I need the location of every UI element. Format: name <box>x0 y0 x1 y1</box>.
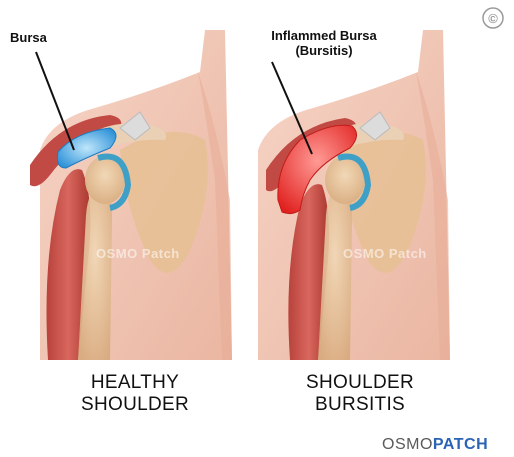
brand-patch: PATCH <box>433 436 488 453</box>
healthy-watermark: OSMO Patch <box>96 246 180 261</box>
healthy-caption-line2: SHOULDER <box>40 394 230 416</box>
healthy-shoulder-illustration <box>30 30 232 360</box>
copyright-symbol: © <box>488 11 498 26</box>
healthy-bursa-label: Bursa <box>10 30 47 45</box>
bursitis-shoulder-illustration <box>258 30 450 360</box>
bursitis-caption-line1: SHOULDER <box>265 372 455 394</box>
bursitis-caption: SHOULDER BURSITIS <box>265 372 455 416</box>
inflamed-bursa-label-line2: (Bursitis) <box>254 43 394 58</box>
bursitis-caption-line2: BURSITIS <box>265 394 455 416</box>
healthy-shoulder-caption: HEALTHY SHOULDER <box>40 372 230 416</box>
brand-osmo: OSMO <box>382 436 433 453</box>
osmo-patch-logo: OSMOPATCH <box>382 436 488 454</box>
bursitis-watermark: OSMO Patch <box>343 246 427 261</box>
inflamed-bursa-label-line1: Inflammed Bursa <box>254 28 394 43</box>
healthy-caption-line1: HEALTHY <box>40 372 230 394</box>
inflamed-bursa-label: Inflammed Bursa (Bursitis) <box>254 28 394 58</box>
copyright-icon: © <box>483 8 503 28</box>
